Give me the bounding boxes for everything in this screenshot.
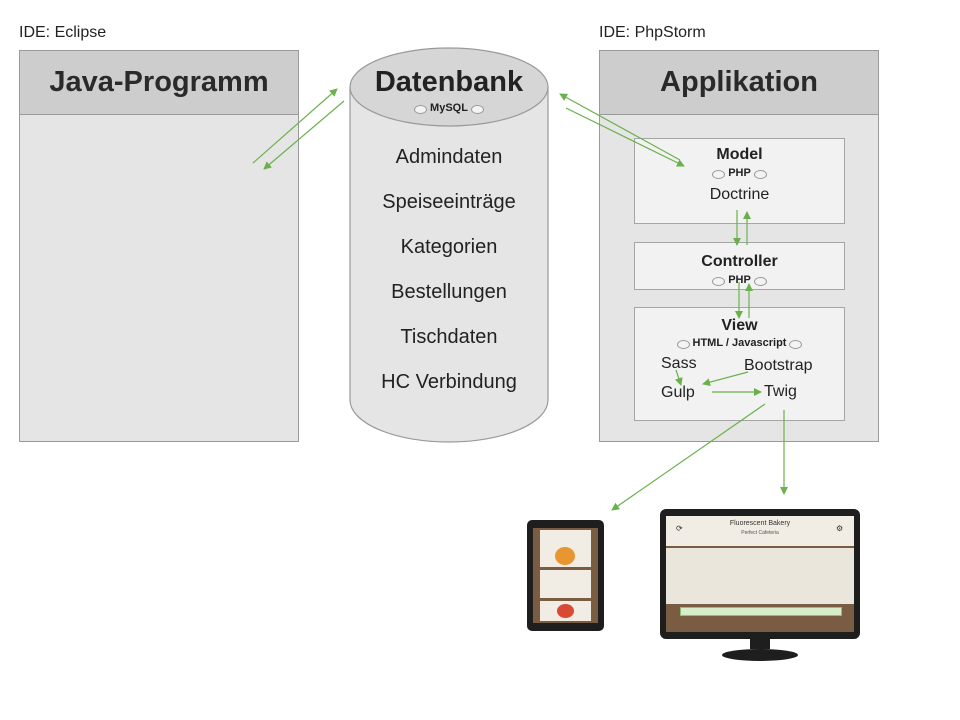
db-item-admindaten: Admindaten (395, 146, 503, 168)
ide-label-phpstorm: IDE: PhpStorm (599, 24, 706, 41)
mysql-label: MySQL (414, 102, 484, 114)
refresh-icon: ⟳ (676, 524, 683, 533)
controller-title: Controller (701, 253, 778, 270)
db-item-bestellungen: Bestellungen (391, 281, 507, 303)
model-box: Model PHP Doctrine (634, 138, 845, 224)
twig-label: Twig (764, 383, 797, 400)
gulp-label: Gulp (661, 384, 695, 401)
tablet-dessert-image-2 (557, 604, 574, 618)
sass-label: Sass (661, 355, 697, 372)
ide-label-eclipse: IDE: Eclipse (19, 24, 107, 41)
monitor-stand-base (722, 649, 798, 661)
monitor-subheading: Perfect Cafeteria (741, 530, 779, 536)
tablet-device (527, 520, 604, 631)
view-title: View (721, 317, 758, 334)
view-lang-label: HTML / Javascript (676, 337, 803, 349)
monitor-order-list (666, 548, 854, 604)
arrow-java-to-db (252, 88, 338, 164)
arrow-model-to-db (559, 93, 681, 161)
db-item-kategorien: Kategorien (400, 236, 498, 258)
tablet-item-card (540, 570, 591, 598)
arrow-twig-to-tablet (611, 403, 766, 511)
application-title: Applikation (600, 51, 878, 115)
monitor-notification-bar (680, 607, 842, 616)
monitor-app-header: Fluorescent Bakery Perfect Cafeteria ⟳ ⚙ (666, 516, 854, 546)
model-title: Model (716, 146, 763, 163)
monitor-heading: Fluorescent Bakery (729, 520, 791, 527)
database-engine-badge: MySQL (350, 98, 548, 116)
tablet-screen (533, 528, 598, 623)
db-item-speiseeintraege: Speiseeinträge (382, 191, 516, 213)
db-item-tischdaten: Tischdaten (400, 326, 498, 348)
arrow-db-to-java (263, 100, 345, 170)
arrow-db-to-model (565, 107, 685, 167)
java-program-panel: Java-Programm (19, 50, 299, 442)
gear-icon: ⚙ (836, 524, 844, 533)
view-box: View HTML / Javascript Sass Bootstrap Gu… (634, 307, 845, 421)
model-php-label: PHP (712, 167, 767, 179)
arrow-bootstrap-to-gulp (702, 371, 749, 387)
monitor-stand-neck (750, 639, 770, 649)
monitor-device: Fluorescent Bakery Perfect Cafeteria ⟳ ⚙ (660, 509, 860, 661)
tablet-dessert-image (555, 547, 575, 565)
database-title: Datenbank (374, 66, 524, 98)
java-program-title: Java-Programm (20, 51, 298, 115)
arrow-sass-to-gulp (674, 369, 683, 386)
monitor-screen: Fluorescent Bakery Perfect Cafeteria ⟳ ⚙ (666, 516, 854, 632)
db-item-hc-verbindung: HC Verbindung (381, 371, 517, 393)
bootstrap-label: Bootstrap (744, 357, 813, 374)
doctrine-label: Doctrine (709, 186, 770, 203)
